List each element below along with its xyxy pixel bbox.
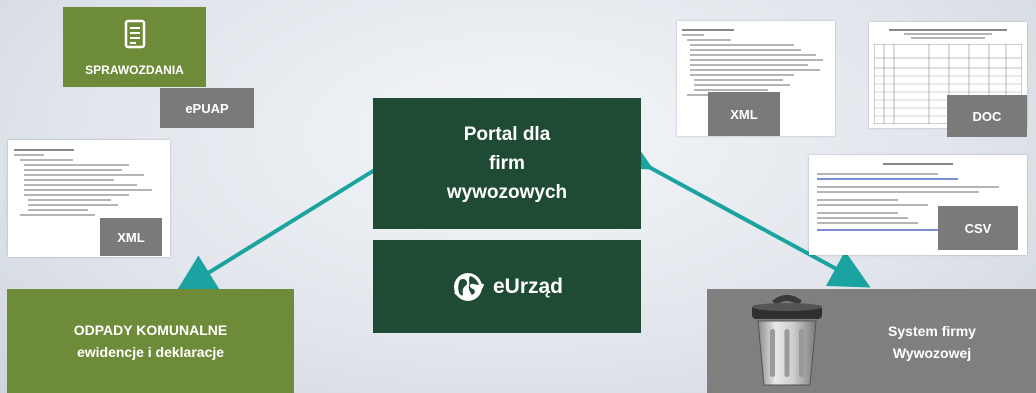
odpady-komunalne-box: ODPADY KOMUNALNE ewidencje i deklaracje — [7, 289, 294, 393]
xml-tag-left: XML — [100, 218, 162, 256]
trash-bin-icon — [752, 295, 822, 386]
xml-label-left: XML — [117, 229, 145, 245]
eurzad-label: eUrząd — [492, 274, 564, 298]
doc-tag: DOC — [947, 95, 1027, 137]
portal-line2: firm — [489, 153, 525, 174]
system-firmy-text: System firmy Wywozowej — [857, 320, 1007, 364]
portal-line3: wywozowych — [446, 182, 568, 203]
document-icon — [124, 19, 145, 49]
doc-label: DOC — [972, 108, 1002, 124]
sprawozdania-label: SPRAWOZDANIA — [85, 63, 184, 77]
eurzad-box: eUrząd — [373, 240, 641, 333]
odpady-line1: ODPADY KOMUNALNE — [73, 322, 228, 338]
xml-label-right: XML — [730, 106, 758, 122]
system-line2: Wywozowej — [892, 345, 972, 361]
system-firmy-box: System firmy Wywozowej — [707, 289, 1036, 393]
odpady-line2: ewidencje i deklaracje — [76, 344, 225, 360]
csv-tag: CSV — [938, 206, 1018, 250]
xml-tag-right: XML — [708, 92, 780, 136]
sprawozdania-box: SPRAWOZDANIA — [63, 7, 206, 87]
portal-box: Portal dla firm wywozowych — [373, 98, 641, 229]
globe-icon — [453, 272, 485, 301]
csv-label: CSV — [964, 220, 992, 236]
system-line1: System firmy — [888, 323, 976, 339]
epuap-tag: ePUAP — [160, 88, 254, 128]
portal-line1: Portal dla — [463, 124, 551, 145]
arrow-portal-system — [608, 132, 871, 288]
epuap-label: ePUAP — [185, 100, 229, 116]
